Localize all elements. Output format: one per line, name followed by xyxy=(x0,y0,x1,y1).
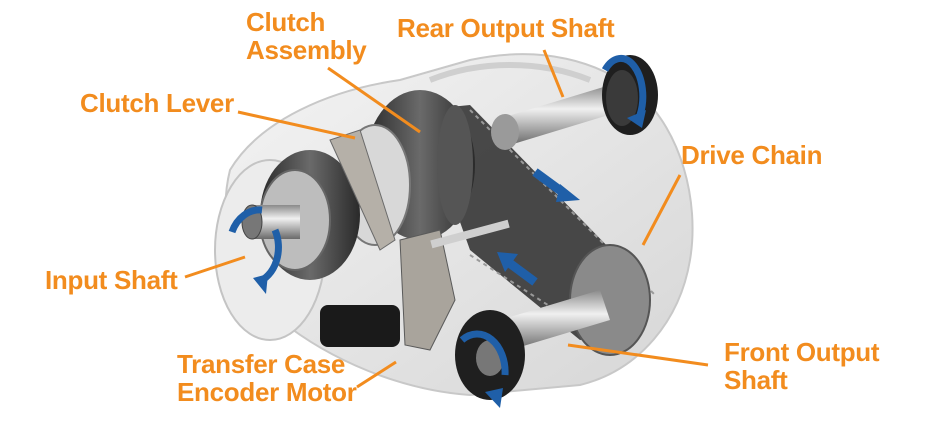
label-clutch-lever: Clutch Lever xyxy=(80,88,234,118)
label-clutch-assembly: Clutch Assembly xyxy=(246,7,367,65)
leader-drive-chain xyxy=(641,174,682,246)
leader-input-shaft xyxy=(184,255,246,279)
rotation-arrow-front xyxy=(459,330,509,376)
rotation-arrow-rear xyxy=(601,54,647,117)
label-drive-chain: Drive Chain xyxy=(681,140,823,170)
leader-rear-output-shaft xyxy=(542,49,565,98)
rotation-arrowhead-rear xyxy=(627,110,646,128)
encoder-bracket xyxy=(320,129,510,351)
label-transfer-case-encoder-motor: Transfer Case Encoder Motor xyxy=(177,349,357,407)
rotation-arrowhead-input xyxy=(253,274,268,294)
rotation-arrowhead-front xyxy=(485,388,503,408)
label-input-shaft: Input Shaft xyxy=(45,265,178,295)
leader-clutch-lever xyxy=(237,110,356,140)
leader-lines xyxy=(184,49,709,389)
chain-arrow-up xyxy=(497,252,538,286)
leader-front-output-shaft xyxy=(567,343,709,367)
leader-clutch-assembly xyxy=(327,66,421,134)
leader-encoder-motor xyxy=(356,360,397,389)
chain-arrow-down xyxy=(532,168,580,202)
label-rear-output-shaft: Rear Output Shaft xyxy=(397,13,615,43)
label-front-output-shaft: Front Output Shaft xyxy=(724,337,880,395)
